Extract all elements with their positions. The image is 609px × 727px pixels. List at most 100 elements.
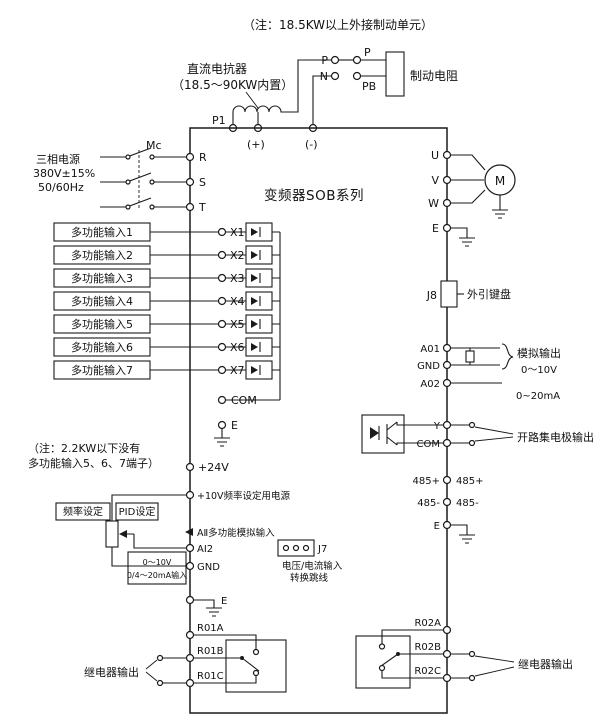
label-r02c: R02C <box>414 666 441 677</box>
input-range-box <box>127 551 187 585</box>
label-a01: A01 <box>420 344 440 355</box>
terminal-r <box>185 152 195 162</box>
pot-wiper-wire <box>127 533 187 549</box>
potentiometer <box>105 520 119 548</box>
label-input-1: 多功能输入1 <box>71 225 133 239</box>
inverter-body-outline <box>189 127 448 714</box>
rs485-section: 485+ 485+ 485- 485- E <box>413 475 483 544</box>
label-analog-range-1: 0～10V <box>521 365 557 376</box>
brake-wiring <box>228 51 405 133</box>
switch-blade <box>126 147 152 158</box>
phase-s-row: S <box>100 172 206 189</box>
dc-reactor-coil <box>232 59 332 125</box>
terminal-y <box>442 420 452 430</box>
input-row-5: 多功能输入5 X5 <box>53 314 280 334</box>
brake-resistor-symbol <box>385 51 405 97</box>
relay2-blade <box>380 653 399 667</box>
label-power-1: 三相电源 <box>36 152 80 166</box>
open-collector-section: Y COM 开路集电极输出 <box>361 414 594 454</box>
label-e-right: E <box>432 222 439 235</box>
load-resistor <box>465 350 475 363</box>
label-485n-out: 485- <box>456 498 479 509</box>
label-p-left: P <box>321 54 328 67</box>
label-j8: J8 <box>426 289 437 302</box>
terminal-e-right <box>442 223 452 233</box>
terminal-ai2 <box>185 543 195 553</box>
optocoupler <box>245 337 273 357</box>
input-row-7: 多功能输入7 X7 <box>53 360 280 380</box>
terminal-r02b <box>442 649 452 659</box>
phase-r-row: R <box>100 147 207 164</box>
freq-set-box <box>55 502 111 521</box>
terminal-com-out <box>442 438 452 448</box>
opto-common-bus <box>225 232 281 401</box>
label-note2-1: （注：2.2KW以下没有 <box>28 441 140 455</box>
label-pid-set: PID设定 <box>119 505 156 518</box>
label-minus: (-) <box>305 138 318 151</box>
ground-symbol <box>214 428 230 447</box>
terminal-s <box>185 177 195 187</box>
label-pb: PB <box>362 80 376 93</box>
input-row-4: 多功能输入4 X4 <box>53 291 280 311</box>
minus-to-n-wire <box>312 75 332 125</box>
relay1-section: R01A R01B R01C 继电器输出 <box>84 623 287 693</box>
relay1-contact-a <box>252 648 260 656</box>
terminal-w <box>442 198 452 208</box>
label-analog-out: 模拟输出 <box>517 346 561 360</box>
brace <box>501 343 514 370</box>
terminal-gnd-in <box>185 561 195 571</box>
input-row-1: 多功能输入1 X1 <box>53 222 280 242</box>
label-motor-m: M <box>495 174 505 188</box>
terminal-485-plus <box>442 475 452 485</box>
output-optocoupler <box>361 414 405 454</box>
terminal-r02c <box>442 673 452 683</box>
label-x5: X5 <box>230 318 245 331</box>
motor-output-section: U V W M E <box>428 149 516 247</box>
terminal-x7 <box>217 365 227 375</box>
label-com: COM <box>231 394 257 407</box>
wiper-arrow <box>119 530 127 538</box>
label-top-note: （注：18.5KW以上外接制动单元） <box>243 17 433 32</box>
resistor-wires <box>360 59 386 77</box>
terminal-x6 <box>217 342 227 352</box>
label-e-analog: E <box>221 596 227 607</box>
label-a02: A02 <box>420 379 440 390</box>
terminal-e-analog <box>185 595 195 605</box>
ground-symbol <box>450 227 475 247</box>
terminal-p-left <box>330 55 340 65</box>
ground-symbol <box>193 599 222 617</box>
label-gnd-in: GND <box>197 562 220 573</box>
label-relay2: 继电器输出 <box>518 657 573 671</box>
label-24v: +24V <box>198 461 229 474</box>
label-e-485: E <box>434 521 440 532</box>
relay2-contact-c <box>378 664 386 672</box>
terminal-r02a <box>442 625 452 635</box>
label-com-out: COM <box>417 439 440 450</box>
label-r: R <box>199 151 207 164</box>
label-e-left: E <box>231 419 238 432</box>
input-row-2: 多功能输入2 X2 <box>53 245 280 265</box>
label-j7: J7 <box>317 544 327 555</box>
label-relay1: 继电器输出 <box>84 665 139 679</box>
label-p1: P1 <box>212 114 226 127</box>
ground-symbol <box>492 195 508 219</box>
label-brake-resistor: 制动电阻 <box>410 69 458 83</box>
power-input-section: 三相电源 380V±15% 50/60Hz Mc R S T <box>33 139 207 214</box>
label-input-7: 多功能输入7 <box>71 363 133 377</box>
label-r02a: R02A <box>414 618 441 629</box>
ground-symbol <box>450 524 475 544</box>
label-485n-in: 485- <box>417 498 440 509</box>
relay1-contact-c <box>252 669 260 677</box>
top-section: （注：18.5KW以上外接制动单元） 直流电抗器 （18.5～90KW内置） P… <box>172 17 458 151</box>
label-p-right: P <box>364 46 371 59</box>
label-gnd-out: GND <box>417 361 440 372</box>
label-v: V <box>431 174 439 187</box>
terminal-u <box>442 150 452 160</box>
label-range-1: 0～10V <box>143 558 172 567</box>
label-485p-out: 485+ <box>456 476 483 487</box>
label-x7: X7 <box>230 364 245 377</box>
label-plus: (+) <box>247 138 265 151</box>
terminal-e-485 <box>442 520 452 530</box>
label-x4: X4 <box>230 295 245 308</box>
